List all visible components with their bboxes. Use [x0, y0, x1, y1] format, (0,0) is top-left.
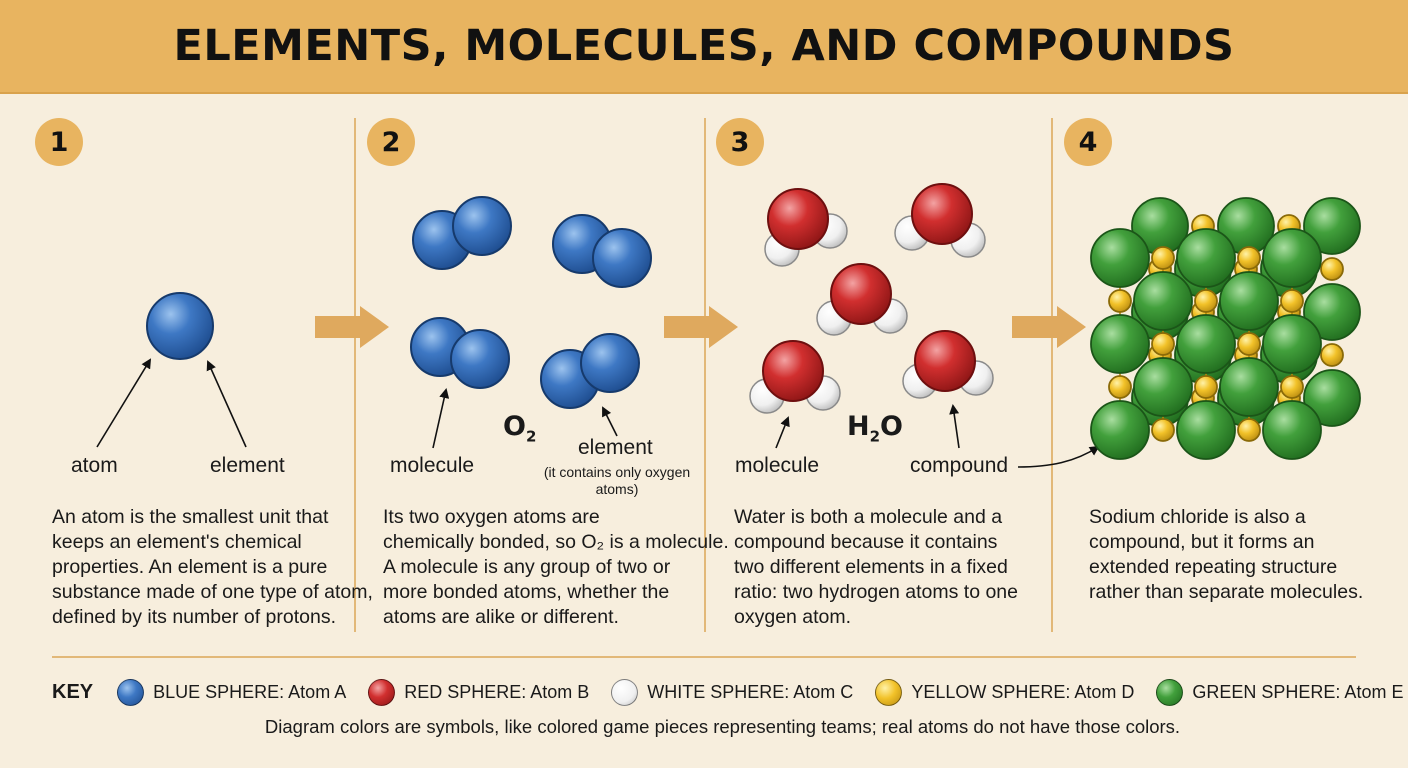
- key-item-red: RED SPHERE: Atom B: [368, 678, 589, 706]
- key-title: KEY: [52, 680, 94, 703]
- color-key: KEY BLUE SPHERE: Atom A RED SPHERE: Atom…: [52, 676, 1408, 708]
- key-item-white: WHITE SPHERE: Atom C: [611, 678, 853, 706]
- yellow-sphere: [1320, 257, 1344, 281]
- step-number-3: 3: [716, 118, 764, 166]
- panel-2-description: Its two oxygen atoms are chemically bond…: [383, 506, 729, 628]
- green-sphere: [1176, 400, 1236, 460]
- panel-4-description: Sodium chloride is also a compound, but …: [1089, 506, 1364, 603]
- pointer-arrow: [432, 388, 450, 449]
- water-molecule: [749, 340, 841, 414]
- green-sphere: [1090, 314, 1150, 374]
- title-banner: ELEMENTS, MOLECULES, AND COMPOUNDS: [0, 0, 1408, 94]
- green-sphere: [1219, 271, 1279, 331]
- o2-formula: O2: [503, 411, 537, 446]
- atom-a-sphere: [146, 292, 214, 360]
- green-sphere: [1176, 228, 1236, 288]
- yellow-sphere: [1280, 375, 1304, 399]
- page-title: ELEMENTS, MOLECULES, AND COMPOUNDS: [173, 21, 1235, 71]
- key-item-yellow: YELLOW SPHERE: Atom D: [875, 678, 1134, 706]
- green-sphere: [1219, 357, 1279, 417]
- atom-label: atom: [71, 454, 118, 477]
- blue-sphere-icon: [117, 678, 145, 706]
- green-sphere: [1262, 314, 1322, 374]
- o2-molecule: [410, 317, 510, 389]
- yellow-sphere: [1151, 418, 1175, 442]
- water-molecule: [894, 183, 986, 258]
- panel-3-description: Water is both a molecule and a compound …: [734, 506, 1018, 628]
- yellow-sphere: [1237, 246, 1261, 270]
- green-sphere: [1176, 314, 1236, 374]
- red-sphere-icon: [368, 678, 396, 706]
- pointer-arrow: [602, 406, 618, 437]
- green-sphere: [1090, 400, 1150, 460]
- element-label: element: [578, 436, 653, 459]
- water-molecule: [902, 330, 994, 399]
- green-sphere: [1303, 283, 1361, 341]
- yellow-sphere: [1108, 289, 1132, 313]
- compound-label: compound: [910, 454, 1009, 477]
- yellow-sphere: [1108, 375, 1132, 399]
- pointer-arrow: [775, 416, 790, 449]
- key-item-blue: BLUE SPHERE: Atom A: [117, 678, 346, 706]
- element-label: element: [210, 454, 285, 477]
- water-molecule: [816, 263, 908, 336]
- yellow-sphere-icon: [875, 678, 903, 706]
- green-sphere-icon: [1156, 678, 1184, 706]
- transition-arrow: [664, 306, 738, 348]
- o2-molecule: [540, 333, 640, 409]
- yellow-sphere: [1194, 289, 1218, 313]
- step-number-1: 1: [35, 118, 83, 166]
- element-note: (it contains only oxygen atoms): [543, 464, 691, 497]
- transition-arrow: [1012, 306, 1086, 348]
- pointer-arrow: [1017, 445, 1100, 468]
- yellow-sphere: [1151, 246, 1175, 270]
- pointer-arrow: [96, 358, 152, 448]
- step-number-4: 4: [1064, 118, 1112, 166]
- h2o-formula: H2O: [847, 411, 903, 446]
- white-sphere-icon: [611, 678, 639, 706]
- o2-molecule: [412, 196, 512, 270]
- step-number-2: 2: [367, 118, 415, 166]
- yellow-sphere: [1151, 332, 1175, 356]
- sodium-chloride-lattice: [1090, 197, 1361, 460]
- green-sphere: [1262, 400, 1322, 460]
- pointer-arrow: [206, 360, 247, 448]
- molecule-label: molecule: [735, 454, 820, 477]
- water-molecule: [764, 188, 848, 267]
- green-sphere: [1262, 228, 1322, 288]
- green-sphere: [1303, 369, 1361, 427]
- yellow-sphere: [1194, 375, 1218, 399]
- yellow-sphere: [1320, 343, 1344, 367]
- transition-arrow: [315, 306, 389, 348]
- green-sphere: [1303, 197, 1361, 255]
- green-sphere: [1090, 228, 1150, 288]
- yellow-sphere: [1237, 332, 1261, 356]
- panel-1-description: An atom is the smallest unit that keeps …: [52, 506, 373, 628]
- o2-molecule: [552, 214, 652, 288]
- key-item-green: GREEN SPHERE: Atom E: [1156, 678, 1403, 706]
- pointer-arrow: [949, 404, 960, 449]
- key-note: Diagram colors are symbols, like colored…: [264, 716, 1181, 737]
- yellow-sphere: [1280, 289, 1304, 313]
- yellow-sphere: [1237, 418, 1261, 442]
- green-sphere: [1133, 271, 1193, 331]
- molecule-label: molecule: [390, 454, 475, 477]
- green-sphere: [1133, 357, 1193, 417]
